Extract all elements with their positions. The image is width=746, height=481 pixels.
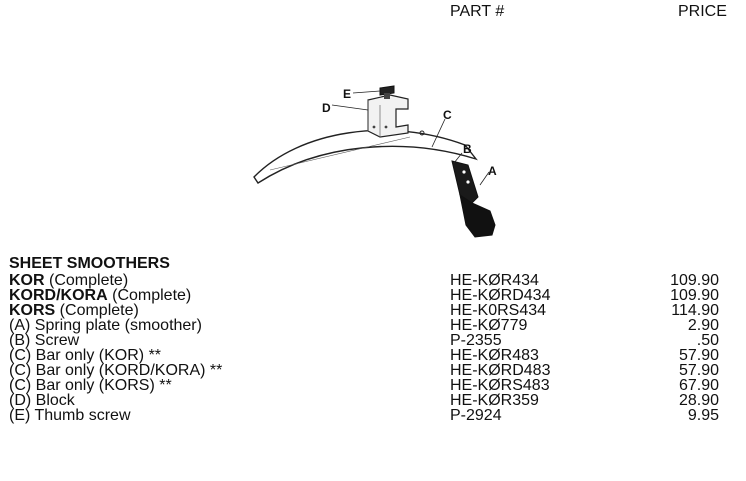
item-description: (C) Bar only (KORS) ** (9, 377, 172, 394)
part-number-header: PART # (450, 3, 505, 20)
list-item: (C) Bar only (KOR) ** HE-KØR483 57.90 (9, 347, 739, 364)
item-price: 9.95 (687, 407, 719, 424)
item-price: 114.90 (671, 302, 719, 319)
block-part (367, 94, 409, 138)
list-item: (A) Spring plate (smoother) HE-KØ779 2.9… (9, 317, 739, 334)
smoother-bar (253, 129, 478, 184)
thumb-screw-part (379, 85, 395, 96)
item-description: (Complete) (55, 302, 139, 319)
item-price: 67.90 (678, 377, 719, 394)
item-name: (B) Screw (9, 332, 80, 349)
item-part-number: HE-KØRD434 (450, 287, 551, 304)
item-price: 57.90 (678, 362, 719, 379)
item-part-number: HE-KØRS483 (450, 377, 550, 394)
item-name: KORD/KORA (Complete) (9, 287, 192, 304)
item-description: (Complete) (107, 287, 192, 304)
item-name: (C) Bar only (KORS) ** (9, 377, 172, 394)
item-part-number: HE-KØR359 (450, 392, 539, 409)
item-price: 57.90 (678, 347, 719, 364)
spring-plate (451, 160, 479, 204)
section-title: SHEET SMOOTHERS (9, 255, 170, 272)
callout-d: D (322, 101, 331, 115)
list-item: KORS (Complete) HE-K0RS434 114.90 (9, 302, 739, 319)
callout-b: B (463, 142, 472, 156)
list-item: (D) Block HE-KØR359 28.90 (9, 392, 739, 409)
sheet-smoother-diagram: E D C B A (253, 85, 497, 238)
list-item: (C) Bar only (KORS) ** HE-KØRS483 67.90 (9, 377, 739, 394)
item-name: (A) Spring plate (smoother) (9, 317, 202, 334)
item-part-number: HE-K0RS434 (450, 302, 547, 319)
item-price: 109.90 (670, 287, 719, 304)
item-price: 109.90 (670, 272, 719, 289)
item-price: 28.90 (678, 392, 719, 409)
item-part-number: P-2924 (450, 407, 502, 424)
item-price: 2.90 (687, 317, 719, 334)
item-description: (C) Bar only (KORD/KORA) ** (9, 362, 223, 379)
list-item: KOR (Complete) HE-KØR434 109.90 (9, 272, 739, 289)
item-description: (E) Thumb screw (9, 407, 131, 424)
item-part-number: HE-KØR434 (450, 272, 539, 289)
list-item: (E) Thumb screw P-2924 9.95 (9, 407, 739, 424)
parts-list: KOR (Complete) HE-KØR434 109.90 KORD/KOR… (9, 272, 739, 424)
item-name: KOR (Complete) (9, 272, 129, 289)
item-model: KORS (9, 302, 56, 319)
item-model: KORD/KORA (9, 287, 108, 304)
item-description: (A) Spring plate (smoother) (9, 317, 202, 334)
item-name: KORS (Complete) (9, 302, 139, 319)
list-item: KORD/KORA (Complete) HE-KØRD434 109.90 (9, 287, 739, 304)
list-item: (C) Bar only (KORD/KORA) ** HE-KØRD483 5… (9, 362, 739, 379)
callout-e: E (343, 87, 351, 101)
item-name: (E) Thumb screw (9, 407, 131, 424)
callout-a: A (488, 164, 497, 178)
item-description: (C) Bar only (KOR) ** (9, 347, 162, 364)
item-description: (Complete) (44, 272, 129, 289)
screw-part (419, 130, 425, 136)
item-model: KOR (9, 272, 45, 289)
item-description: (B) Screw (9, 332, 80, 349)
item-description: (D) Block (9, 392, 75, 409)
item-part-number: HE-KØ779 (450, 317, 528, 334)
list-item: (B) Screw P-2355 .50 (9, 332, 739, 349)
price-header: PRICE (678, 3, 727, 20)
callout-c: C (443, 108, 452, 122)
item-part-number: HE-KØR483 (450, 347, 539, 364)
item-part-number: P-2355 (450, 332, 502, 349)
item-name: (D) Block (9, 392, 75, 409)
item-name: (C) Bar only (KOR) ** (9, 347, 162, 364)
item-price: .50 (696, 332, 719, 349)
item-name: (C) Bar only (KORD/KORA) ** (9, 362, 223, 379)
item-part-number: HE-KØRD483 (450, 362, 551, 379)
